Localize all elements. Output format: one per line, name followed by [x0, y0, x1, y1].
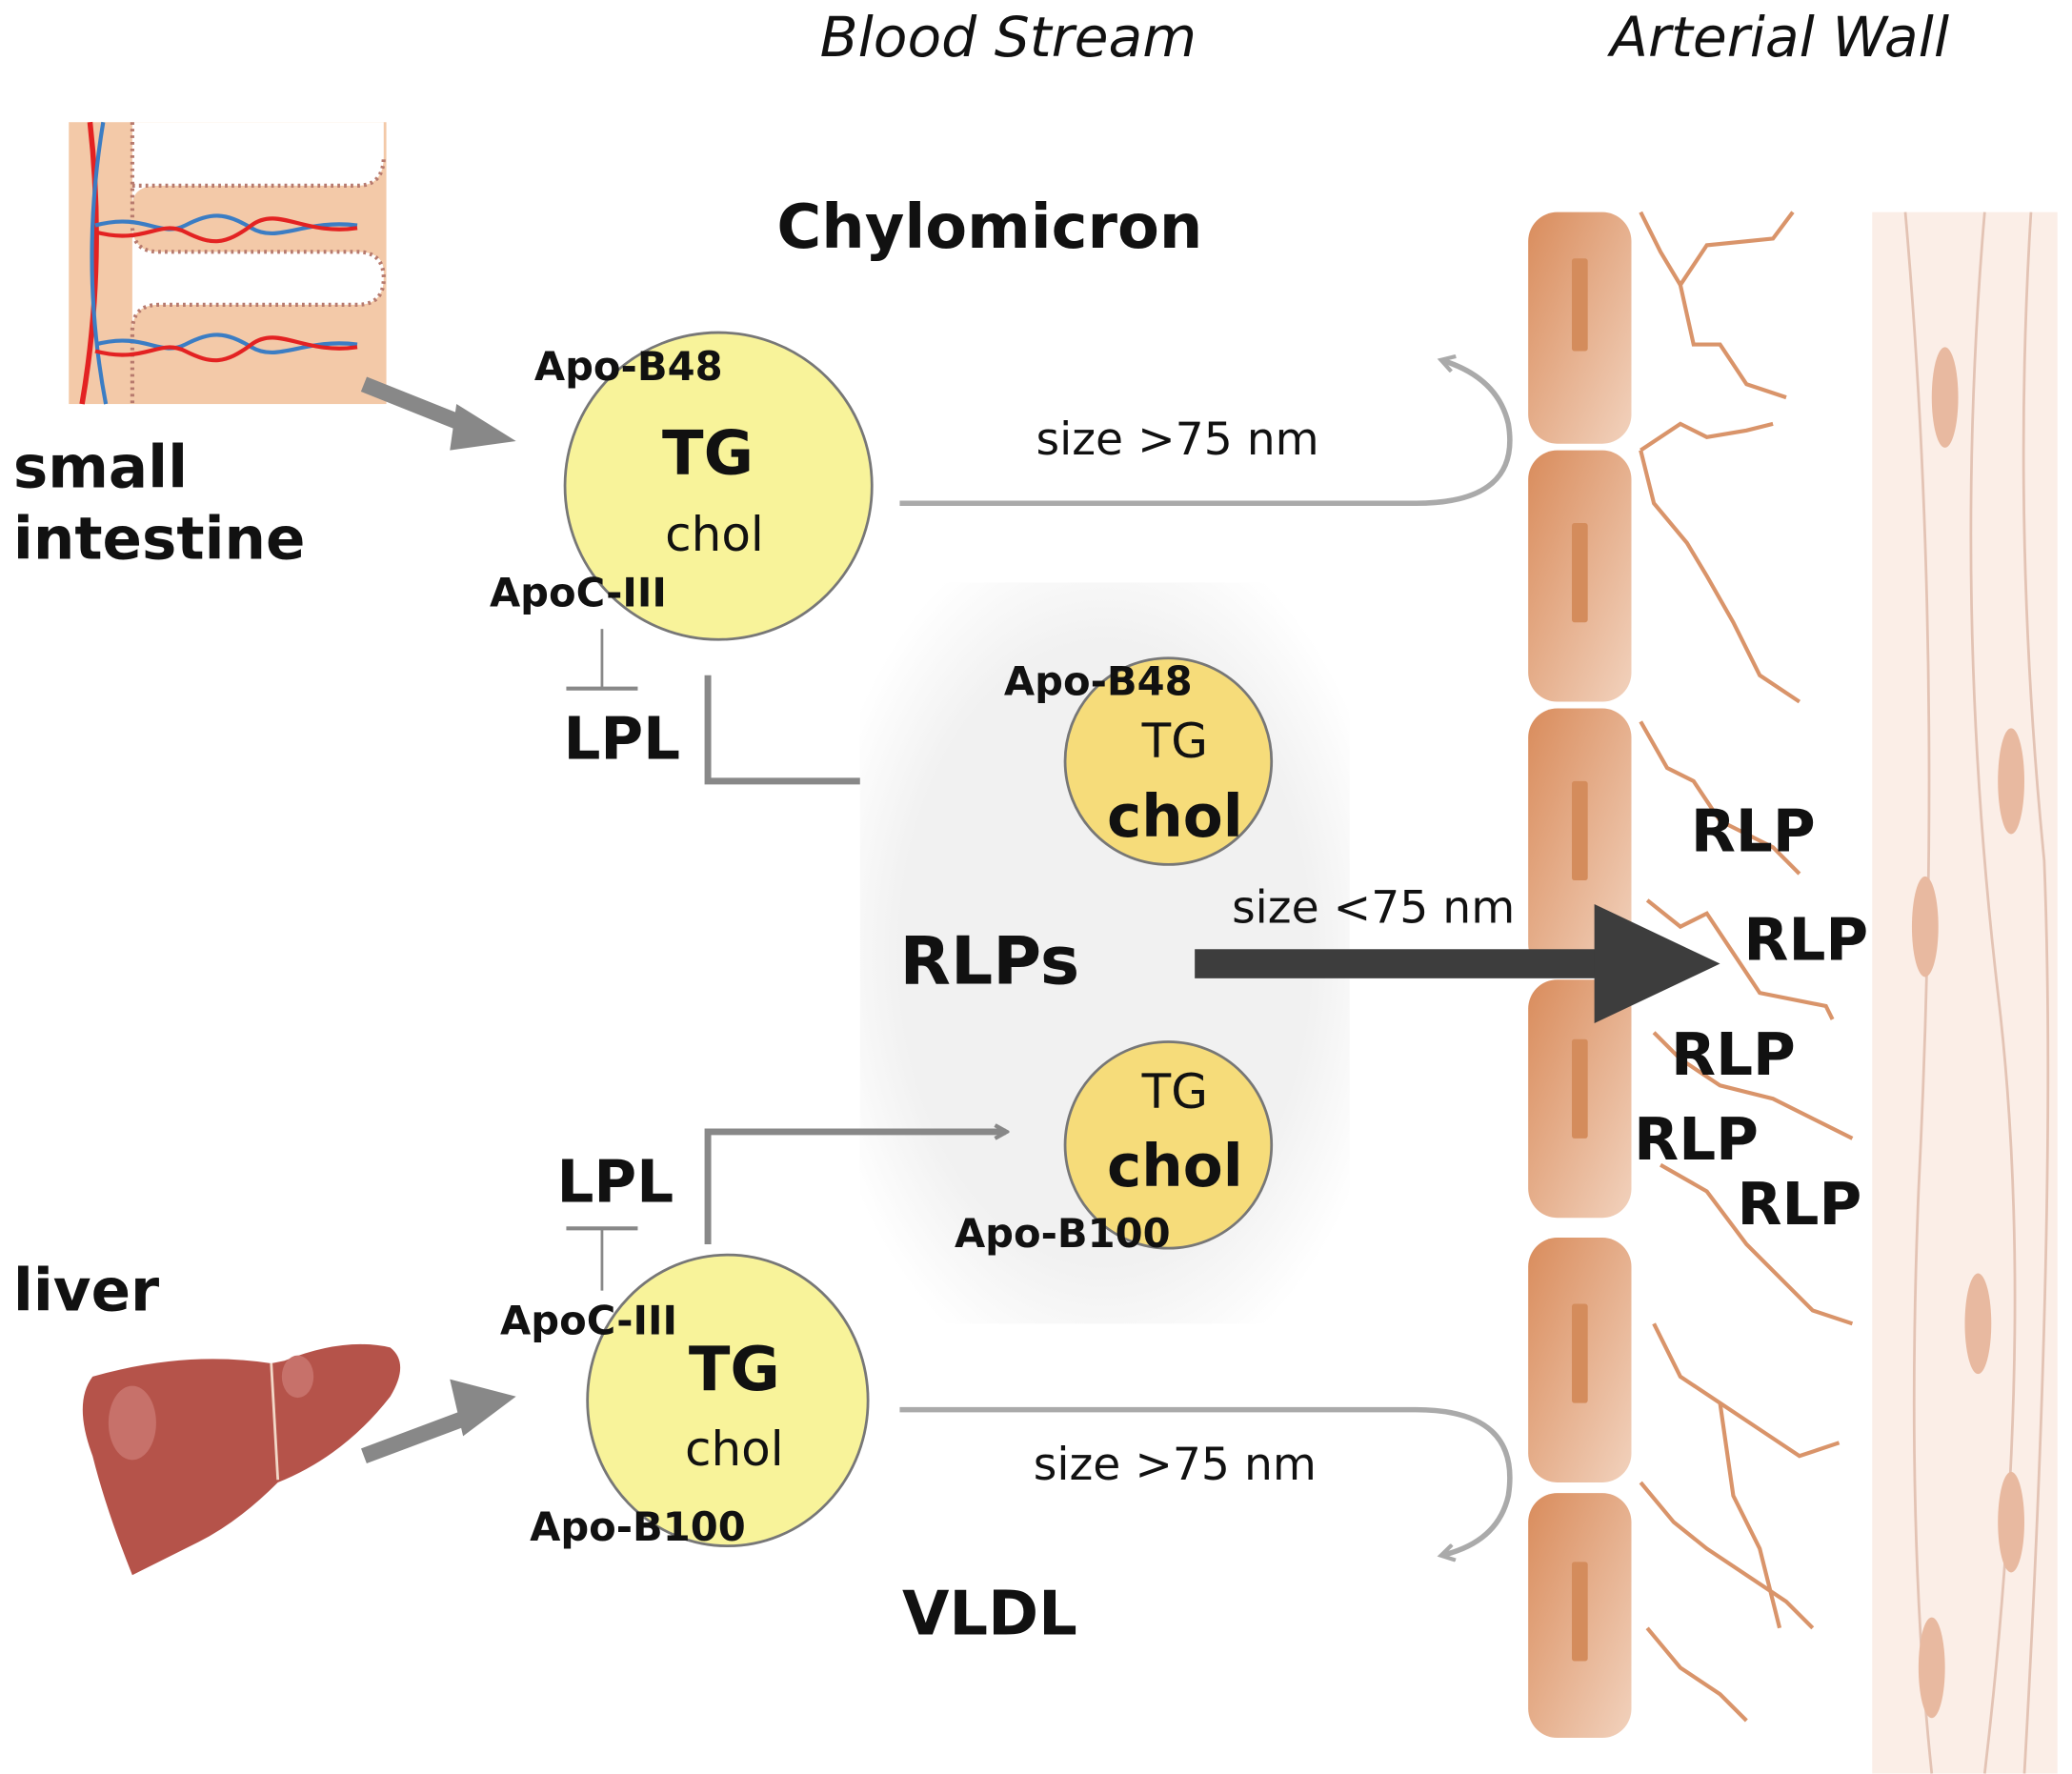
rlp-upper-tg-label: TG	[1141, 714, 1208, 769]
rlp-lower-particle	[1063, 1040, 1274, 1250]
chylomicron-lpl-label: LPL	[563, 705, 680, 773]
chylomicron-lpl-inhibition	[566, 629, 638, 691]
wall-rlp-label: RLP	[1634, 1106, 1759, 1174]
wall-rlp-label: RLP	[1691, 798, 1816, 866]
vldl-particle	[586, 1253, 870, 1548]
liver-icon	[82, 1343, 401, 1576]
vldl-chol-label: chol	[685, 1421, 784, 1477]
chylomicron-apob48-label: Apo-B48	[534, 343, 723, 390]
rlp-lower-chol-label: chol	[1107, 1133, 1243, 1200]
chylomicron-apoc3-label: ApoC-III	[490, 570, 667, 616]
blood-stream-header: Blood Stream	[820, 5, 1197, 70]
rlp-upper-apo-label: Apo-B48	[1004, 658, 1193, 705]
rlp-upper-chol-label: chol	[1107, 783, 1243, 851]
chylomicron-title: Chylomicron	[776, 192, 1202, 263]
small-intestine-icon	[69, 121, 387, 405]
chylomicron-tg-label: TG	[662, 419, 754, 490]
small-intestine-label-line2: intestine	[13, 506, 306, 574]
chylomicron-chol-label: chol	[665, 507, 764, 562]
vldl-to-rlp-arrow	[704, 1132, 1006, 1244]
intestine-to-chylomicron-arrow	[360, 376, 516, 451]
endothelial-layer	[1528, 212, 1632, 1739]
subendothelial-fibers	[1639, 211, 1854, 1723]
vldl-exclusion-arrow	[899, 1406, 1513, 1556]
vldl-title: VLDL	[902, 1580, 1077, 1650]
arterial-wall-header: Arterial Wall	[1606, 5, 1949, 70]
wall-rlp-label: RLP	[1671, 1021, 1796, 1089]
chylomicron-exclusion-arrow	[899, 360, 1513, 506]
rlp-lower-tg-label: TG	[1141, 1064, 1208, 1119]
rlp-upper-particle	[1063, 656, 1274, 866]
chylomicron-size-label: size >75 nm	[1036, 413, 1319, 466]
vldl-lpl-inhibition	[566, 1226, 638, 1291]
liver-to-vldl-arrow	[361, 1379, 516, 1464]
wall-rlp-label: RLP	[1737, 1171, 1861, 1239]
rlp-size-label: size <75 nm	[1232, 882, 1515, 935]
vldl-apoc3-label: ApoC-III	[500, 1297, 677, 1343]
vldl-size-label: size >75 nm	[1034, 1439, 1317, 1491]
wall-rlp-label: RLP	[1743, 906, 1868, 974]
rlps-title: RLPs	[900, 923, 1080, 999]
vldl-apob100-label: Apo-B100	[530, 1503, 746, 1550]
liver-label: liver	[13, 1257, 159, 1324]
vldl-lpl-label: LPL	[556, 1149, 674, 1217]
rlp-lower-apo-label: Apo-B100	[955, 1210, 1171, 1257]
small-intestine-label-line1: small	[13, 434, 188, 502]
chylomicron-particle	[563, 331, 874, 641]
smooth-muscle-layer	[1872, 212, 2058, 1774]
rlp-entry-arrow	[1195, 904, 1720, 1024]
vldl-tg-label: TG	[689, 1335, 780, 1405]
